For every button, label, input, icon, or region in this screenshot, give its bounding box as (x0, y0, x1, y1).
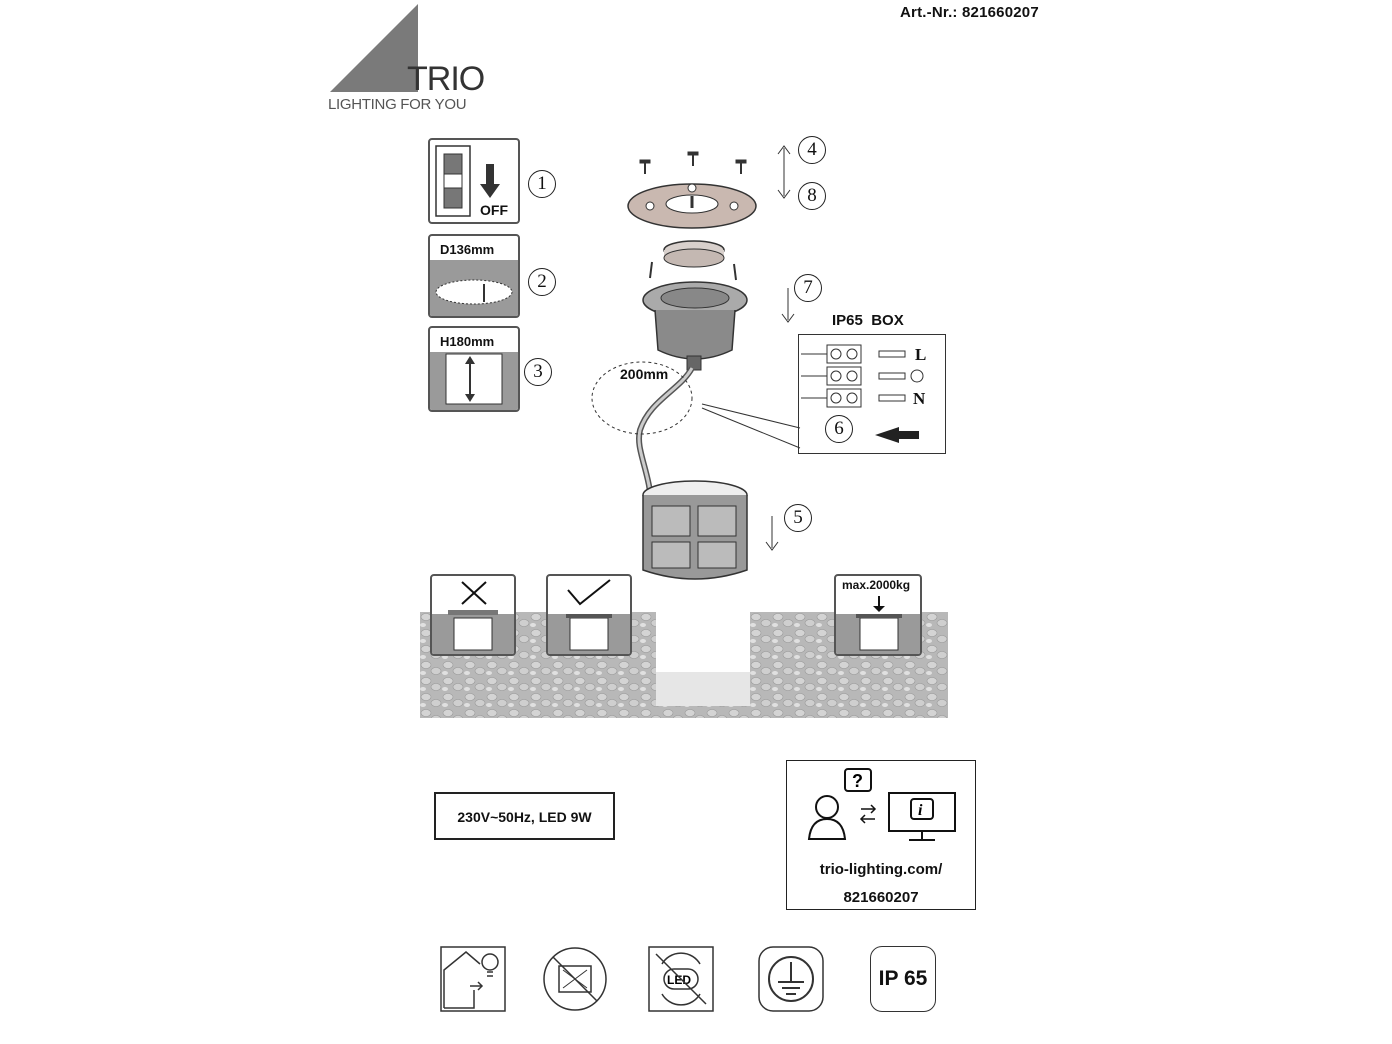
cable-length-label: 200mm (620, 366, 669, 382)
user-help-monitor-icon: ? i (807, 768, 956, 841)
online-info-box: ? i trio-lighting.com/ 821660207 (786, 760, 976, 910)
drill-hole-icon (430, 260, 518, 316)
trio-logo-triangle-icon (330, 4, 418, 92)
info-url-line1[interactable]: trio-lighting.com/ (819, 861, 943, 878)
brand-name: TRIO (407, 60, 485, 98)
terminal-n-label: N (913, 389, 926, 408)
down-arrow-icon (781, 288, 795, 323)
step-1-power-off-box: OFF (428, 138, 520, 224)
switch-off-icon (435, 145, 500, 217)
ip65-box-wiring-panel: L N 6 (798, 334, 946, 454)
callout-lines (701, 403, 801, 449)
up-down-arrow-icon (777, 145, 791, 199)
down-arrow-icon-2 (765, 516, 779, 551)
max-load-box: max.2000kg (834, 574, 922, 656)
correct-installation-box (546, 574, 632, 656)
load-arrow-icon (836, 596, 920, 654)
ip65-rating-badge: IP 65 (870, 946, 936, 1012)
cross-icon (432, 581, 514, 654)
exploded-assembly-diagram (591, 151, 757, 580)
step-number-2: 2 (528, 268, 556, 296)
step-number-1: 1 (528, 170, 556, 198)
brand-slogan: LIGHTING FOR YOU (328, 96, 467, 113)
hole-depth-icon (430, 352, 518, 410)
off-label: OFF (480, 202, 508, 218)
outdoor-use-icon (440, 946, 506, 1012)
power-spec-box: 230V~50Hz, LED 9W (434, 792, 615, 840)
height-label: H180mm (440, 334, 495, 349)
earth-icon (912, 368, 924, 380)
wrong-installation-box (430, 574, 516, 656)
checkmark-icon (548, 579, 630, 654)
terminal-block-diagram (801, 344, 924, 443)
no-cover-insulation-icon (542, 946, 608, 1012)
step-3-height-box: H180mm (428, 326, 520, 412)
step-number-3: 3 (524, 358, 552, 386)
step-2-diameter-box: D136mm (428, 234, 520, 318)
step-number-7: 7 (794, 274, 822, 302)
step-number-8: 8 (798, 182, 826, 210)
step-number-5: 5 (784, 504, 812, 532)
junction-box-title: IP65 BOX (832, 312, 904, 329)
step-number-6: 6 (825, 415, 853, 443)
terminal-l-label: L (915, 345, 927, 364)
svg-text:i: i (918, 802, 923, 819)
article-number: Art.-Nr.: 821660207 (900, 4, 1039, 21)
svg-text:?: ? (852, 771, 863, 791)
led-not-replaceable-icon: LED (648, 946, 714, 1012)
protective-earth-icon (758, 946, 824, 1012)
diameter-label: D136mm (440, 242, 495, 257)
max-load-label: max.2000kg (842, 578, 911, 592)
step-number-4: 4 (798, 136, 826, 164)
info-url-line2[interactable]: 821660207 (843, 889, 919, 906)
